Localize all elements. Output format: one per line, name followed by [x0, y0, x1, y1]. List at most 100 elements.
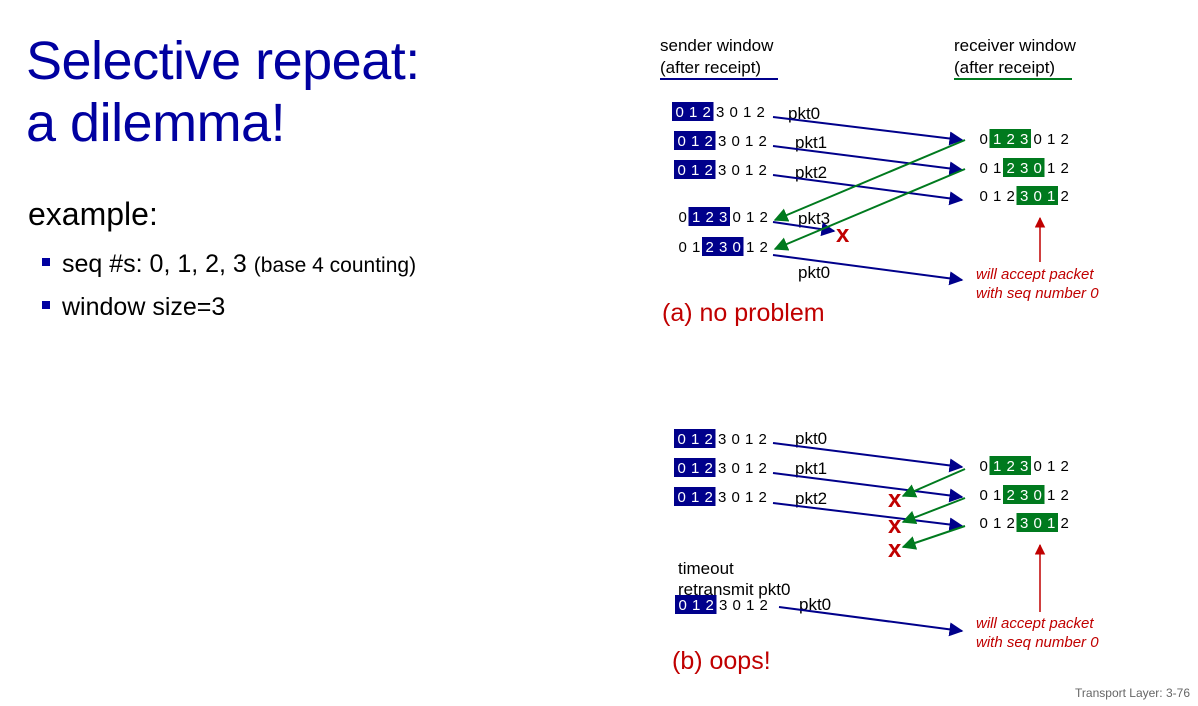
packet-label-a: pkt3 [798, 209, 830, 228]
seq-number: 0 [730, 104, 738, 121]
sender-window-header: sender window [660, 36, 774, 55]
pkt1-arrow [772, 472, 964, 503]
loss-mark: x [888, 486, 902, 513]
seq-number: 2 [706, 209, 714, 226]
seq-number: 2 [759, 133, 767, 150]
seq-number: 0 [1034, 487, 1042, 504]
packet-label-a: pkt0 [788, 104, 820, 123]
seq-number: 3 [1020, 188, 1028, 205]
window-highlight [989, 456, 1031, 475]
pkt2-arrow [772, 174, 964, 206]
seq-number: 1 [692, 209, 700, 226]
seq-number: 3 [1020, 487, 1028, 504]
seq-number: 0 [678, 489, 686, 506]
pkt0-retransmit-arrow [772, 254, 964, 286]
seq-number: 0 [1034, 458, 1042, 475]
bullet-text: window size=3 [62, 293, 226, 321]
seq-number: 2 [759, 162, 767, 179]
seq-number: 3 [718, 162, 726, 179]
seq-number: 3 [1020, 515, 1028, 532]
seq-number: 0 [679, 597, 687, 614]
seq-number: 0 [732, 489, 740, 506]
seq-number: 0 [1034, 188, 1042, 205]
seq-number: 0 [678, 460, 686, 477]
window-highlight [688, 207, 730, 226]
seq-number: 1 [745, 162, 753, 179]
seq-number: 2 [705, 460, 713, 477]
square-bullet-icon [42, 301, 50, 310]
seq-number: 2 [757, 104, 765, 121]
seq-number: 0 [679, 209, 687, 226]
seq-number: 1 [993, 515, 1001, 532]
seq-number: 1 [691, 431, 699, 448]
seq-number: 2 [706, 597, 714, 614]
seq-number: 3 [1020, 160, 1028, 177]
packet-label-b: pkt0 [799, 595, 831, 614]
seq-number: 2 [1007, 160, 1015, 177]
seq-number: 1 [745, 460, 753, 477]
window-highlight [674, 458, 716, 477]
seq-number: 0 [980, 487, 988, 504]
seq-number: 3 [719, 597, 727, 614]
seq-number: 1 [746, 239, 754, 256]
accept-note: with seq number 0 [976, 285, 1099, 302]
seq-number: 1 [1047, 515, 1055, 532]
caption-no-problem: (a) no problem [662, 299, 825, 327]
seq-number: 2 [1061, 131, 1069, 148]
receiver-window-header: receiver window [954, 36, 1077, 55]
slide-title-line-1: Selective repeat: [26, 31, 420, 91]
seq-number: 0 [980, 131, 988, 148]
ack1-lost-arrow [901, 497, 966, 524]
seq-number: 2 [703, 104, 711, 121]
seq-number: 1 [1047, 188, 1055, 205]
seq-number: 0 [980, 515, 988, 532]
caption-oops: (b) oops! [672, 647, 771, 675]
seq-number: 2 [760, 239, 768, 256]
seq-number: 2 [760, 597, 768, 614]
window-highlight [674, 160, 716, 179]
window-highlight [674, 131, 716, 150]
seq-number: 0 [679, 239, 687, 256]
seq-number: 2 [1061, 487, 1069, 504]
window-highlight [702, 237, 744, 256]
seq-number: 3 [718, 431, 726, 448]
packet-label-b: pkt2 [795, 489, 827, 508]
ack2-lost-arrow [901, 525, 966, 550]
square-bullet-icon [42, 258, 50, 267]
example-heading: example: [28, 196, 158, 232]
seq-number: 2 [759, 460, 767, 477]
seq-number: 3 [1020, 458, 1028, 475]
bullet-note: (base 4 counting) [253, 254, 417, 277]
ack0-lost-arrow [901, 468, 966, 498]
pkt0-arrow [772, 442, 964, 473]
loss-mark: x [888, 536, 902, 563]
seq-number: 2 [705, 133, 713, 150]
seq-number: 1 [745, 431, 753, 448]
seq-number: 1 [746, 209, 754, 226]
packet-label-a: pkt1 [795, 133, 827, 152]
seq-number: 1 [745, 133, 753, 150]
seq-number: 0 [1034, 131, 1042, 148]
seq-number: 2 [705, 431, 713, 448]
seq-number: 0 [678, 162, 686, 179]
window-highlight [1003, 158, 1045, 177]
retransmit-label: retransmit pkt0 [678, 580, 790, 599]
seq-number: 2 [1007, 458, 1015, 475]
seq-number: 3 [718, 489, 726, 506]
seq-number: 3 [1020, 131, 1028, 148]
seq-number: 1 [993, 188, 1001, 205]
seq-number: 2 [760, 209, 768, 226]
seq-number: 3 [718, 460, 726, 477]
pkt1-arrow [772, 145, 964, 176]
seq-number: 0 [733, 209, 741, 226]
seq-number: 2 [705, 162, 713, 179]
